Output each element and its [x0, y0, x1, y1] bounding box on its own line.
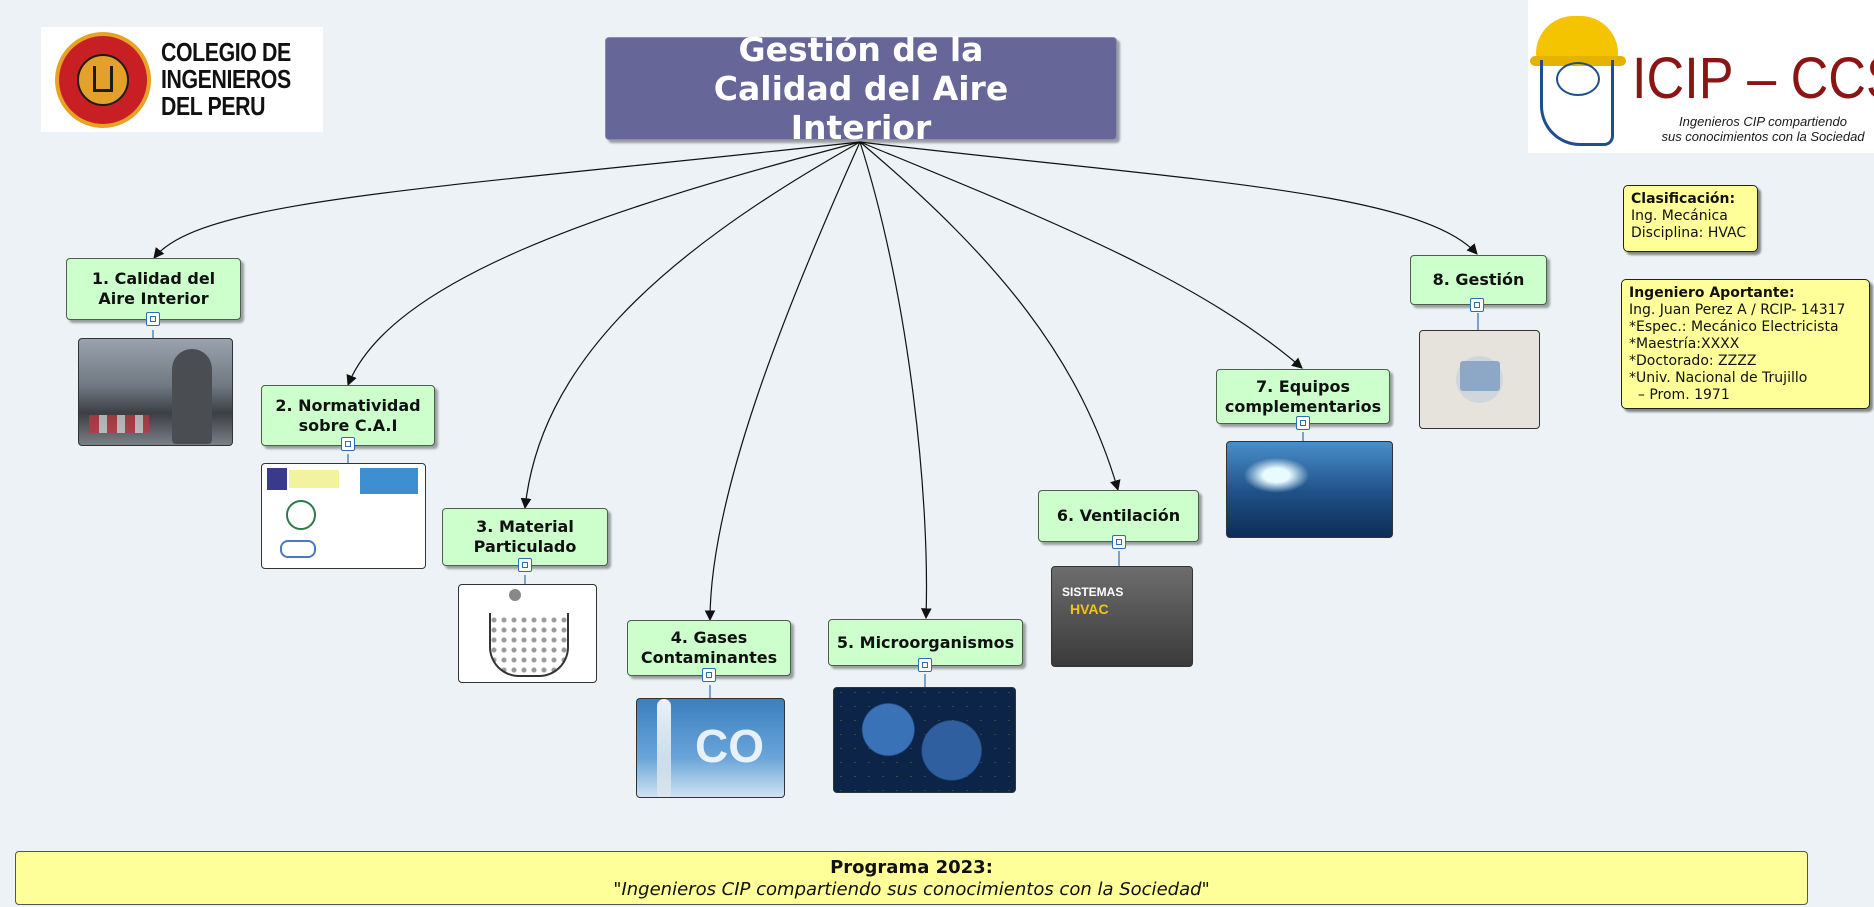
epa-logo-icon	[286, 500, 316, 530]
engineer-line: *Doctorado: ZZZZ	[1629, 353, 1757, 369]
central-topic-label: Gestión de la Calidad del Aire Interior	[713, 30, 1009, 147]
attachment-icon[interactable]	[1112, 535, 1126, 549]
classification-line: Disciplina: HVAC	[1631, 225, 1747, 241]
topic-image-2	[261, 463, 426, 569]
topic-label: 1. Calidad del Aire Interior	[91, 269, 216, 308]
attachment-icon[interactable]	[518, 558, 532, 572]
who-logo-icon	[360, 468, 418, 494]
head-icon	[1540, 60, 1614, 146]
classification-line: Ing. Mecánica	[1631, 208, 1728, 224]
iso-text-icon	[289, 470, 339, 488]
topic-image-7	[1226, 441, 1393, 538]
topic-node-7[interactable]: 7. Equipos complementarios	[1216, 369, 1390, 424]
topic-label: 8. Gestión	[1432, 270, 1525, 289]
topic-label: 4. Gases Contaminantes	[640, 628, 778, 667]
classification-box: Clasificación: Ing. Mecánica Disciplina:…	[1623, 185, 1758, 252]
icip-logo-title: ICIP – CCS	[1632, 46, 1874, 111]
ashrae-logo-icon	[280, 540, 316, 558]
attachment-icon[interactable]	[341, 437, 355, 451]
topic-label: 7. Equipos complementarios	[1224, 376, 1382, 416]
engineer-line: *Univ. Nacional de Trujillo	[1629, 370, 1808, 386]
engineer-line: – Prom. 1971	[1629, 387, 1730, 403]
helmet-icon	[1530, 16, 1626, 66]
topic-image-1	[78, 338, 233, 446]
topic-image-3	[458, 584, 597, 683]
engineer-line: Ing. Juan Perez A / RCIP- 14317	[1629, 302, 1846, 318]
link-7	[859, 141, 1303, 369]
topic-label: 3. Material Particulado	[473, 517, 577, 556]
cip-logo-text: COLEGIO DE INGENIEROS DEL PERU	[161, 37, 291, 121]
icip-logo: ICIP – CCS Ingenieros CIP compartiendo s…	[1528, 0, 1874, 153]
classification-heading: Clasificación:	[1631, 191, 1736, 207]
topic-label: 5. Microorganismos	[836, 632, 1015, 652]
link-3	[520, 141, 861, 510]
link-4	[704, 141, 861, 622]
attachment-icon[interactable]	[918, 658, 932, 672]
attachment-icon[interactable]	[702, 668, 716, 682]
topic-node-4[interactable]: 4. Gases Contaminantes	[627, 620, 791, 676]
link-6	[859, 141, 1121, 492]
attachment-icon[interactable]	[1296, 416, 1310, 430]
footer-title: Programa 2023:	[830, 857, 993, 878]
topic-image-4	[636, 698, 785, 798]
topic-node-2[interactable]: 2. Normatividad sobre C.A.I	[261, 385, 435, 446]
link-2	[346, 141, 861, 387]
central-topic[interactable]: Gestión de la Calidad del Aire Interior	[605, 30, 1117, 147]
cip-seal-icon	[55, 31, 151, 128]
engineer-heading: Ingeniero Aportante:	[1629, 285, 1795, 301]
footer-subtitle: "Ingenieros CIP compartiendo sus conocim…	[613, 879, 1210, 900]
link-5	[859, 141, 932, 620]
topic-node-3[interactable]: 3. Material Particulado	[442, 508, 608, 566]
topic-node-5[interactable]: 5. Microorganismos	[828, 619, 1023, 666]
attachment-icon[interactable]	[1470, 298, 1484, 312]
topic-image-5	[833, 687, 1016, 793]
attachment-icon[interactable]	[146, 312, 160, 326]
link-8	[859, 141, 1478, 255]
topic-label: 6. Ventilación	[1056, 506, 1181, 525]
cip-logo: COLEGIO DE INGENIEROS DEL PERU	[41, 27, 323, 132]
iso-logo-icon	[267, 468, 287, 490]
brain-icon	[1556, 62, 1600, 96]
topic-node-6[interactable]: 6. Ventilación	[1038, 490, 1199, 542]
topic-label: 2. Normatividad sobre C.A.I	[275, 395, 421, 435]
icip-logo-subtitle: Ingenieros CIP compartiendo sus conocimi…	[1661, 114, 1865, 144]
engineer-line: *Espec.: Mecánico Electricista	[1629, 319, 1839, 335]
engineer-line: *Maestría:XXXX	[1629, 336, 1740, 352]
topic-image-8	[1419, 330, 1540, 429]
link-1	[153, 141, 861, 259]
topic-node-1[interactable]: 1. Calidad del Aire Interior	[66, 258, 241, 320]
program-footer: Programa 2023: "Ingenieros CIP compartie…	[15, 851, 1808, 905]
topic-node-8[interactable]: 8. Gestión	[1410, 255, 1547, 305]
engineer-box: Ingeniero Aportante: Ing. Juan Perez A /…	[1621, 279, 1870, 409]
topic-image-6	[1051, 566, 1193, 667]
